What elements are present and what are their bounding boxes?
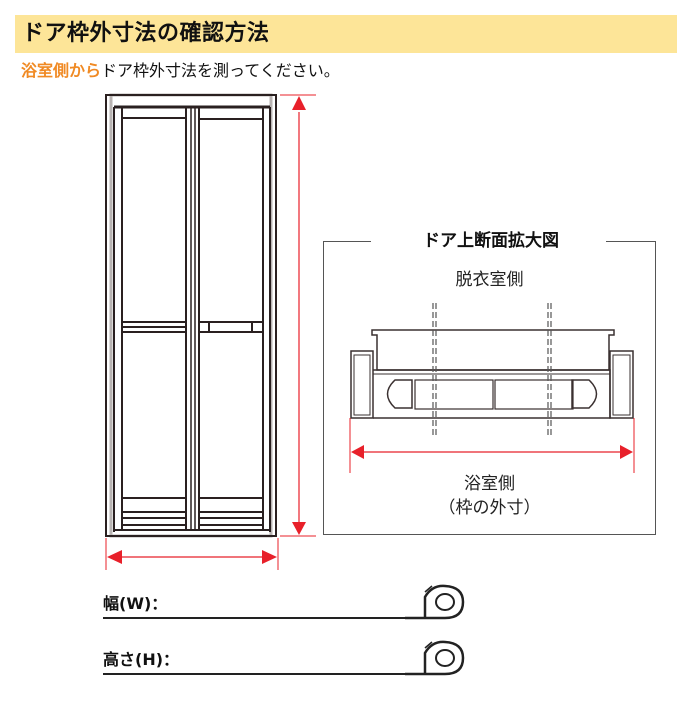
section-box-top-right-border: [606, 241, 656, 242]
section-centerlines: [432, 303, 552, 438]
section-width-dimension: [349, 418, 635, 473]
door-section-view: [350, 329, 634, 419]
tape-measure-icon: [405, 640, 465, 676]
door-front-view: [105, 93, 277, 538]
height-input-line[interactable]: [103, 673, 421, 675]
bathroom-side-label: 浴室側: [464, 474, 515, 494]
frame-outer-dimension-label: （枠の外寸）: [438, 498, 541, 518]
height-dimension: [280, 94, 316, 537]
page-title: ドア枠外寸法の確認方法: [22, 21, 270, 46]
height-field-label: 高さ(H)：: [103, 650, 180, 669]
section-view-title: ドア上断面拡大図: [380, 229, 602, 253]
section-box-top-left-border: [323, 241, 371, 242]
instruction-accent: 浴室側から: [21, 61, 102, 80]
instruction-text: 浴室側からドア枠外寸法を測ってください。: [21, 60, 340, 82]
tape-measure-icon: [405, 584, 465, 620]
section-view-box: [323, 241, 656, 535]
title-band: [15, 15, 677, 53]
width-field-label: 幅(W)：: [103, 594, 168, 613]
width-dimension: [105, 538, 279, 570]
dressing-room-side-label: 脱衣室側: [455, 270, 524, 290]
width-input-line[interactable]: [103, 617, 421, 619]
instruction-rest: ドア枠外寸法を測ってください。: [101, 61, 340, 80]
